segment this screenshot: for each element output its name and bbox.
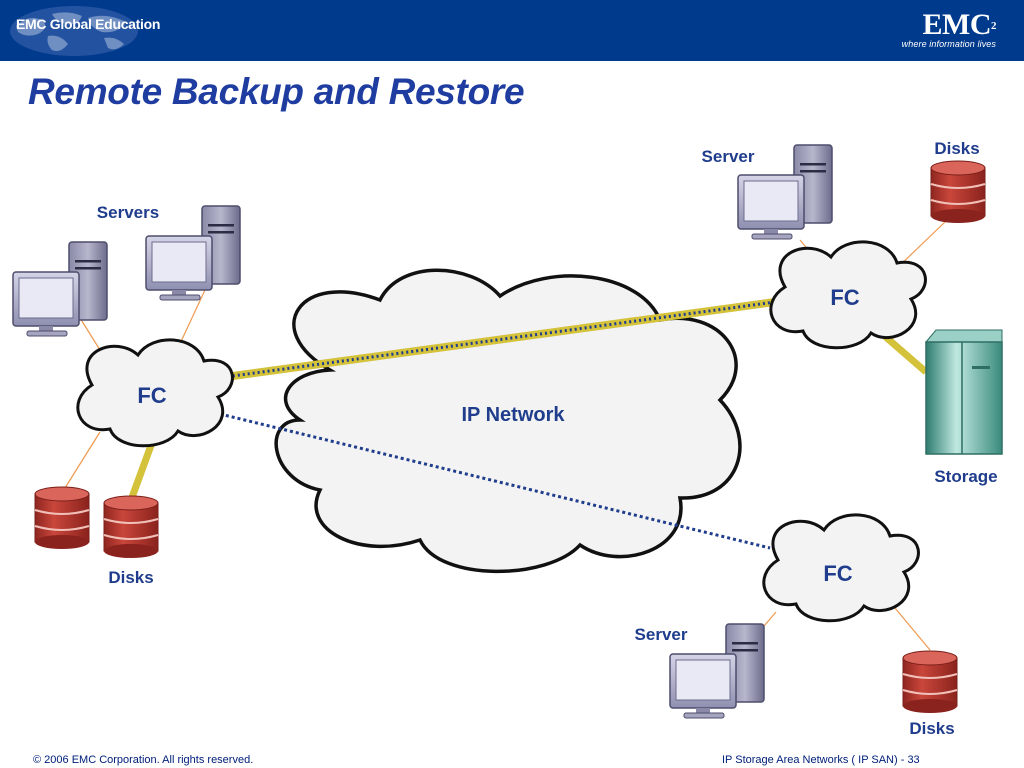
emc-tagline: where information lives	[901, 39, 996, 49]
disk-bottom-right	[902, 650, 958, 714]
emc-brand-mark: EMC2	[902, 8, 997, 41]
edu-logo-text: EMC Global Education	[16, 16, 161, 32]
emc-logo: EMC2 where information lives	[901, 8, 997, 50]
fc-left-label: FC	[137, 383, 166, 408]
backup-link-dots	[217, 300, 776, 380]
disk-top-right	[930, 160, 986, 224]
ip-network-label: IP Network	[462, 404, 566, 426]
footer-course-page: IP Storage Area Networks ( IP SAN) - 33	[722, 754, 920, 766]
fc-bottom-right-label: FC	[823, 561, 852, 586]
slide-title: Remote Backup and Restore	[28, 71, 525, 112]
storage-label: Storage	[934, 467, 997, 486]
disks-top-right-label: Disks	[934, 139, 979, 158]
restore-link	[219, 412, 771, 550]
globe-map-icon	[10, 6, 138, 56]
storage-array	[924, 329, 1003, 455]
disk-left-2	[103, 495, 159, 559]
link-disk1-fc	[64, 431, 101, 489]
emc-brand-text: EMC	[922, 8, 992, 41]
ip-network-cloud: IP Network	[274, 268, 742, 574]
server-left-1	[12, 241, 108, 337]
servers-left-label: Servers	[97, 203, 159, 222]
ip-network-cloud-shape	[274, 268, 742, 574]
server-top-right-label: Server	[702, 147, 755, 166]
disk-left-1	[34, 486, 90, 550]
fc-top-right-label: FC	[830, 285, 859, 310]
link-server2-fc	[177, 289, 206, 349]
disks-bottom-right-label: Disks	[909, 719, 954, 738]
disks-left-label: Disks	[108, 568, 153, 587]
header-bar: EMC Global Education EMC2 where informat…	[0, 0, 1024, 61]
emc-global-education-logo	[8, 4, 140, 58]
emc-brand-superscript: 2	[991, 20, 997, 32]
link-disk2-fc	[127, 438, 157, 502]
server-bottom-right-label: Server	[635, 625, 688, 644]
footer-copyright: © 2006 EMC Corporation. All rights reser…	[33, 754, 254, 766]
wan-links	[217, 298, 776, 550]
link-disks-br-fc	[889, 601, 931, 651]
server-left-2	[145, 205, 241, 301]
